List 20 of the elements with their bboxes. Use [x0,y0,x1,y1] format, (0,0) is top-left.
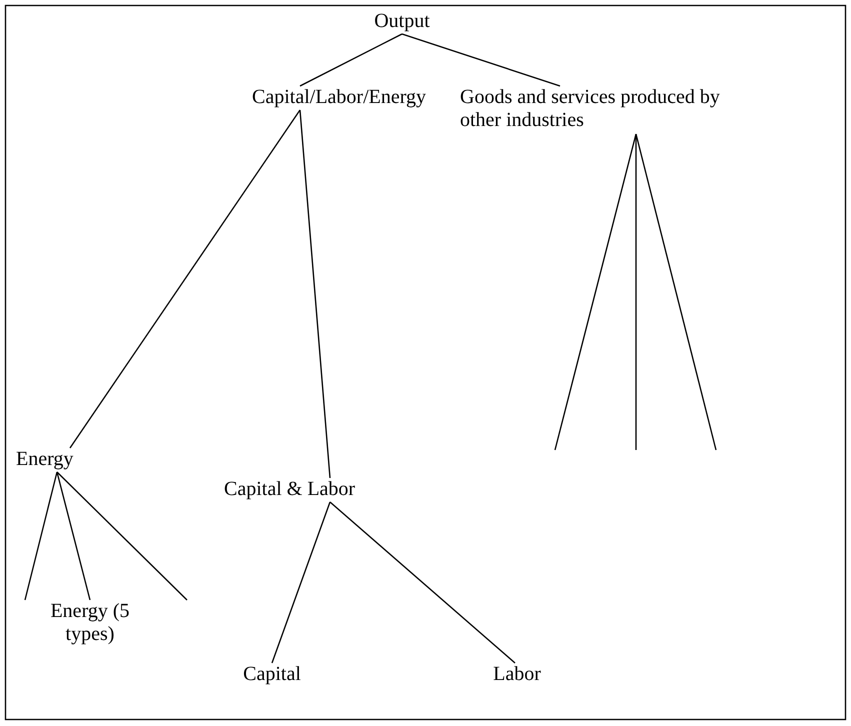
tree-branch-line [300,33,402,87]
node-label: Output [373,10,431,33]
tree-branch-line [69,110,301,448]
node-label: Energy (5 types) [49,600,131,646]
node-label: Energy [16,448,74,471]
tree-branch-line [402,33,560,87]
node-label: Capital/Labor/Energy [252,86,424,109]
node-label: Capital [242,663,302,686]
tree-branch-line [271,502,331,664]
tree-branch-line [299,110,331,478]
tree-branch-line [56,472,91,600]
node-label: Capital & Labor [224,478,356,501]
tree-branch-line [56,472,188,600]
tree-branch-line [635,134,717,450]
tree-branch-line [24,472,58,600]
tree-branch-line [635,134,637,450]
node-label: Goods and services produced by other industries [460,86,721,132]
tree-branch-line [330,502,516,664]
tree-branch-line [554,134,637,450]
node-label: Labor [492,663,542,686]
